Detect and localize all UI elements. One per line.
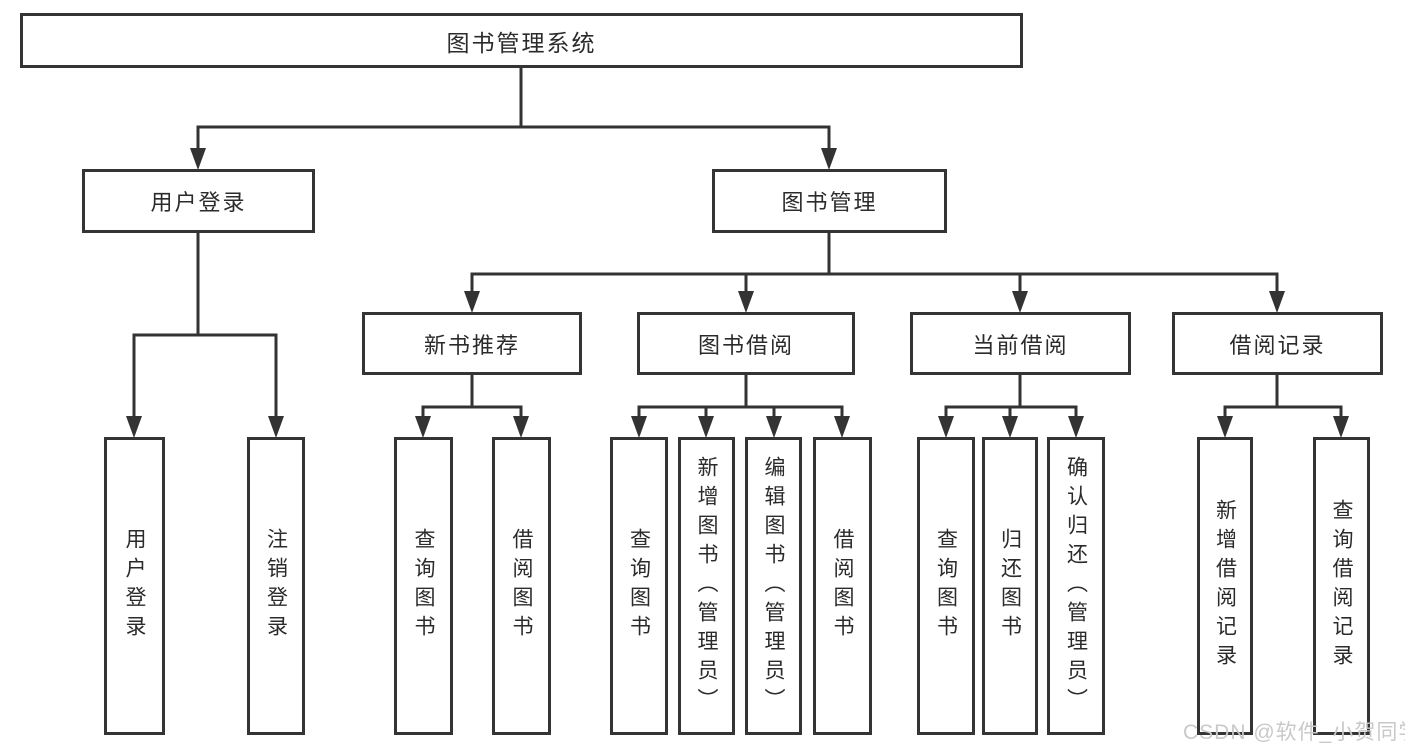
leaf-label: 新增图书（管理员） bbox=[695, 455, 718, 717]
leaf-label: 查询借阅记录 bbox=[1330, 499, 1353, 673]
leaf-current-confirm-return-admin: 确认归还（管理员） bbox=[1047, 437, 1105, 735]
leaf-label: 新增借阅记录 bbox=[1213, 499, 1237, 673]
leaf-label: 查询图书 bbox=[934, 528, 958, 644]
node-library-system: 图书管理系统 bbox=[20, 13, 1023, 68]
node-book-management: 图书管理 bbox=[712, 169, 947, 233]
node-borrowing-records: 借阅记录 bbox=[1172, 312, 1383, 375]
leaf-newrec-borrow-books: 借阅图书 bbox=[492, 437, 551, 735]
leaf-borrow-add-books-admin: 新增图书（管理员） bbox=[678, 437, 735, 735]
leaf-borrow-borrow-books: 借阅图书 bbox=[813, 437, 872, 735]
leaf-current-query-books: 查询图书 bbox=[917, 437, 975, 735]
leaf-label: 借阅图书 bbox=[510, 528, 533, 644]
leaf-label: 归还图书 bbox=[998, 528, 1022, 644]
leaf-label: 用户登录 bbox=[123, 528, 146, 644]
leaf-label: 查询图书 bbox=[627, 528, 651, 644]
leaf-label: 借阅图书 bbox=[831, 528, 854, 644]
node-user-login: 用户登录 bbox=[82, 169, 315, 233]
leaf-borrow-query-books: 查询图书 bbox=[610, 437, 668, 735]
leaf-label: 确认归还（管理员） bbox=[1064, 455, 1088, 717]
node-current-borrowing: 当前借阅 bbox=[910, 312, 1131, 375]
leaf-user-login: 用户登录 bbox=[104, 437, 165, 735]
node-new-book-recommend: 新书推荐 bbox=[362, 312, 582, 375]
leaf-records-query-record: 查询借阅记录 bbox=[1313, 437, 1370, 735]
leaf-records-add-record: 新增借阅记录 bbox=[1197, 437, 1253, 735]
leaf-borrow-edit-books-admin: 编辑图书（管理员） bbox=[745, 437, 802, 735]
leaf-newrec-query-books: 查询图书 bbox=[394, 437, 453, 735]
leaf-label: 查询图书 bbox=[412, 528, 435, 644]
leaf-label: 注销登录 bbox=[264, 528, 288, 644]
node-book-borrowing: 图书借阅 bbox=[637, 312, 855, 375]
watermark: CSDN @软件_小贺同学 bbox=[1183, 721, 1405, 744]
leaf-current-return-books: 归还图书 bbox=[982, 437, 1038, 735]
leaf-logout: 注销登录 bbox=[247, 437, 305, 735]
leaf-label: 编辑图书（管理员） bbox=[762, 455, 785, 717]
